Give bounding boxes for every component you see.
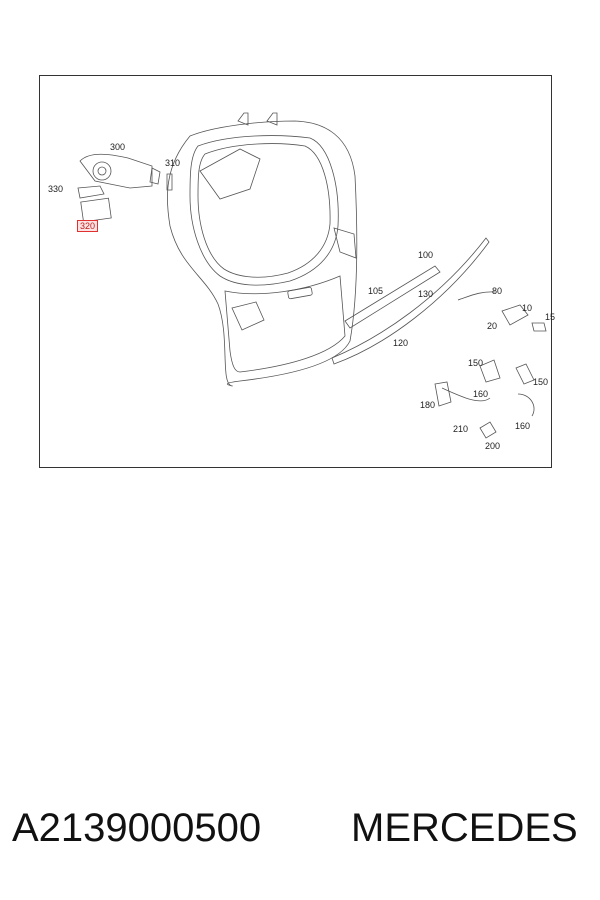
callout-20: 20	[487, 321, 498, 331]
tailgate-outline	[166, 120, 358, 387]
callout-105: 105	[368, 286, 384, 296]
callout-100: 100	[418, 250, 434, 260]
latch-15	[531, 322, 547, 332]
parts-diagram-frame: 300 310 330 320 100 105 130 80 10 20 15 …	[39, 75, 556, 468]
lock-150a	[479, 359, 501, 383]
tailgate-exploded-drawing	[77, 112, 547, 439]
lock-150b	[515, 363, 535, 385]
bolt-310	[166, 173, 173, 191]
trim-strip-120	[331, 237, 490, 365]
callout-300: 300	[110, 142, 126, 152]
rear-window	[189, 135, 339, 286]
callout-80: 80	[492, 286, 503, 296]
callout-210: 210	[453, 424, 469, 434]
callout-120: 120	[393, 338, 409, 348]
callout-15: 15	[545, 312, 556, 322]
bracket-330	[77, 185, 105, 199]
callout-310: 310	[165, 158, 181, 168]
trim-strip-100	[344, 265, 441, 329]
callout-150-a: 150	[468, 358, 484, 368]
callout-130: 130	[418, 289, 434, 299]
caption: A2139000500 MERCEDES	[0, 806, 600, 856]
lock-160	[517, 393, 535, 417]
cable-180	[441, 387, 491, 402]
cable-80	[457, 291, 496, 301]
callout-200: 200	[485, 441, 501, 451]
lock-180	[434, 381, 452, 407]
lock-200	[479, 421, 497, 439]
callout-320: 320	[77, 220, 99, 232]
control-unit-320	[80, 197, 112, 223]
drive-unit-300	[79, 153, 161, 189]
callout-150-b: 150	[533, 377, 549, 387]
latch-10	[501, 304, 529, 326]
callout-180: 180	[420, 400, 436, 410]
callout-10: 10	[522, 303, 533, 313]
callout-330: 330	[48, 184, 64, 194]
brand-name: MERCEDES	[351, 806, 578, 850]
part-number: A2139000500	[12, 806, 262, 850]
callout-160-a: 160	[473, 389, 489, 399]
callout-160-b: 160	[515, 421, 531, 431]
